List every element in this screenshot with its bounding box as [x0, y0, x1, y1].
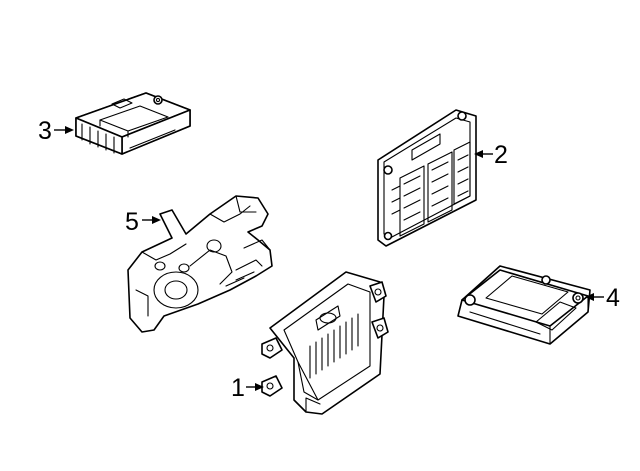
leader-arrow-3: [65, 126, 74, 134]
part-4-module[interactable]: [457, 265, 591, 345]
callout-4: 4: [585, 284, 620, 312]
leader-arrow-2: [474, 150, 483, 158]
callout-label-3: 3: [38, 117, 52, 145]
callout-label-2: 2: [494, 141, 508, 169]
callout-label-4: 4: [606, 284, 620, 312]
part-2-control-module[interactable]: [377, 109, 477, 247]
callout-3: 3: [38, 117, 74, 145]
callout-1: 1: [231, 374, 264, 402]
callout-label-1: 1: [231, 374, 245, 402]
leader-arrow-4: [585, 293, 594, 301]
callout-5: 5: [125, 208, 161, 236]
callout-label-5: 5: [125, 208, 139, 236]
leader-arrow-5: [152, 216, 161, 224]
callout-2: 2: [474, 141, 508, 169]
part-1-control-unit[interactable]: [261, 271, 389, 415]
leader-arrow-1: [255, 383, 264, 391]
part-3-module[interactable]: [75, 92, 191, 155]
part-5-bracket[interactable]: [127, 195, 273, 333]
